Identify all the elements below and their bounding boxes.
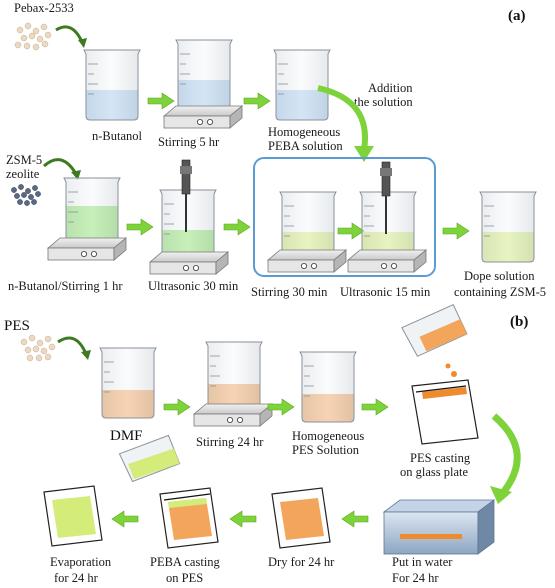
stirring-5hr-label: Stirring 5 hr [158,135,220,149]
arrow-b1 [163,398,191,416]
curved-arrow-pes [57,336,88,355]
pebax-granules [14,22,52,51]
arrow-a2 [243,92,271,110]
arrow-a3 [126,218,154,236]
stirring-24-label: Stirring 24 hr [196,435,264,449]
ultrasonic-30-label: Ultrasonic 30 min [148,279,239,293]
pes-granules [20,334,56,362]
beaker-homogeneous-peba [273,49,331,121]
stir-plate-2 [47,237,127,261]
butanol-label: n-Butanol [92,129,143,143]
zeolite-particles [11,184,41,206]
dope-label-2: containing ZSM-5 [454,285,546,299]
pouring-beaker-peba [118,434,181,483]
arrow-b3 [361,398,389,416]
beaker-stirring-24 [205,341,263,413]
addition-label-1: Addition [368,81,413,95]
dope-label-1: Dope solution [464,269,535,283]
arrow-a5 [337,222,365,240]
stir-plate-3 [149,251,229,275]
casting-label-2: on glass plate [400,465,468,479]
butanol-stirring-label: n-Butanol/Stirring 1 hr [8,279,123,293]
peba-cast-label-2: on PES [166,571,203,585]
beaker-zeolite-stirring [63,177,121,249]
beaker-stirring-5hr [175,39,233,111]
zsm-label-2: zeolite [6,167,40,181]
pouring-beaker-pes [401,304,468,357]
evap-label-1: Evaporation [50,555,112,569]
arrow-a6 [442,222,470,240]
beaker-butanol [83,49,141,121]
dry-plate [271,487,331,549]
addition-arrow [317,85,368,151]
beaker-homogeneous-pes [299,351,357,423]
stirring-30-label: Stirring 30 min [251,285,328,299]
panel-b-tag: (b) [510,314,528,330]
water-bath [382,499,496,555]
panel-a-tag: (a) [508,8,526,24]
arrow-b5 [229,510,257,528]
curved-arrow-to-water [491,413,521,497]
homog-peba-label-2: PEBA solution [268,139,343,153]
stir-plate-5 [347,249,427,273]
arrow-b6 [111,510,139,528]
pebax-label: Pebax-2533 [14,1,74,15]
stir-plate-4 [267,249,347,273]
homog-peba-label-1: Homogeneous [268,125,340,139]
peba-cast-label-1: PEBA casting [150,555,221,569]
water-label-1: Put in water [392,555,453,569]
pes-label: PES [4,318,30,334]
water-label-2: For 24 hr [392,571,439,585]
arrow-b4 [341,510,369,528]
addition-label-2: the solution [354,95,413,109]
highlight-box [253,157,436,277]
evaporation-plate [43,485,103,547]
casting-label-1: PES casting [410,451,471,465]
peba-casting-plate [159,487,219,549]
ultrasonic-15-label: Ultrasonic 15 min [340,285,431,299]
stir-plate-1 [163,105,243,129]
beaker-dmf [99,347,157,419]
zsm-label-1: ZSM-5 [6,153,42,167]
arrow-a4 [223,218,251,236]
evap-label-2: for 24 hr [54,571,99,585]
homog-pes-label-2: PES Solution [292,443,360,457]
glass-plate-pes [411,379,479,445]
beaker-dope-solution [479,191,537,263]
curved-arrow-zeolite [43,158,78,175]
dry-label: Dry for 24 hr [268,555,335,569]
arrow-a1 [147,92,175,110]
curved-arrow-pebax [55,25,84,43]
homog-pes-label-1: Homogeneous [292,429,364,443]
dmf-label: DMF [110,428,143,444]
beaker-ultrasonic-30 [159,189,217,261]
stir-plate-6 [193,403,273,427]
